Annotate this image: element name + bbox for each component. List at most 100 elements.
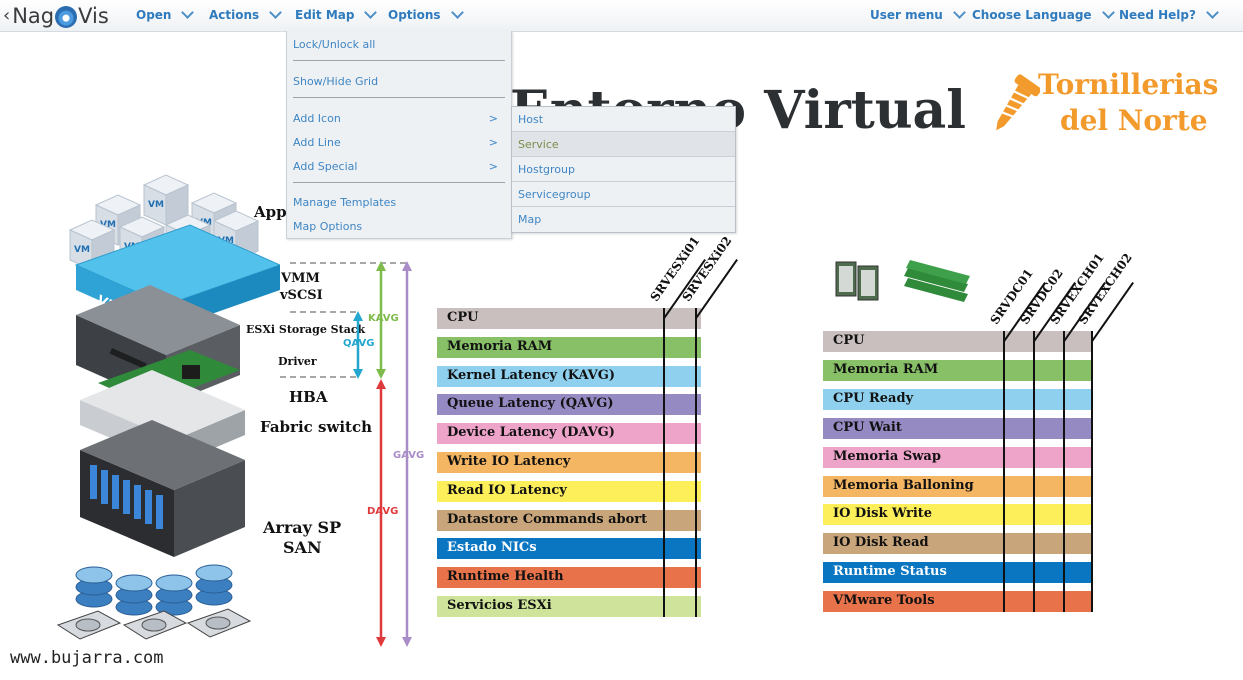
array-disk-slot xyxy=(90,465,97,499)
status-row[interactable]: CPU xyxy=(437,308,701,329)
hardware-icons xyxy=(835,260,970,302)
edit-map-dropdown: Lock/Unlock all Show/Hide Grid Add Icon … xyxy=(286,31,512,239)
status-row-label: CPU Ready xyxy=(833,390,914,406)
stack-label-array-sp: Array SP xyxy=(263,518,342,537)
menu-edit-map-label: Edit Map xyxy=(295,8,355,22)
submenu-arrow-icon: > xyxy=(488,112,498,125)
nagvis-eye-icon xyxy=(55,5,78,28)
menu-language[interactable]: Choose Language xyxy=(972,5,1115,22)
status-row-label: Memoria Swap xyxy=(833,448,941,464)
column-divider xyxy=(1003,331,1005,613)
status-row[interactable]: IO Disk Read xyxy=(823,533,1091,555)
database-icon xyxy=(155,574,193,616)
status-row[interactable]: Read IO Latency xyxy=(437,480,701,502)
stack-label-fabric: Fabric switch xyxy=(260,418,373,436)
stack-label-driver: Driver xyxy=(278,355,317,368)
chevron-down-icon xyxy=(450,5,464,19)
chevron-down-icon xyxy=(1101,5,1115,19)
status-row[interactable]: Estado NICs xyxy=(437,538,701,560)
menu-item-add-special[interactable]: Add Special > xyxy=(293,160,505,173)
cpu-chips-icon xyxy=(835,261,879,301)
davg-label: DAVG xyxy=(367,506,399,517)
status-row-label: IO Disk Read xyxy=(833,535,929,551)
top-navigation-bar: ‹ Nag Vis Open Actions Edit Map Options … xyxy=(0,0,1243,32)
array-disk-slot xyxy=(156,495,163,529)
menu-item-lock-unlock[interactable]: Lock/Unlock all xyxy=(293,38,376,51)
submenu-item-servicegroup-label: Servicegroup xyxy=(518,188,591,201)
array-disk-slot xyxy=(134,485,141,519)
status-row-label: IO Disk Write xyxy=(833,506,933,522)
menu-options[interactable]: Options xyxy=(388,5,464,22)
status-row[interactable]: CPU Ready xyxy=(823,388,1091,410)
logo-text-start: Nag xyxy=(12,3,55,28)
stack-label-esxi-storage: ESXi Storage Stack xyxy=(246,323,366,336)
status-row[interactable]: CPU xyxy=(823,331,1091,352)
status-row-label: Runtime Status xyxy=(833,564,947,580)
menu-user[interactable]: User menu xyxy=(870,5,966,22)
database-icon xyxy=(115,574,153,616)
status-row[interactable]: Queue Latency (QAVG) xyxy=(437,394,701,416)
submenu-item-map[interactable]: Map xyxy=(512,207,735,231)
status-row-label: VMware Tools xyxy=(833,593,935,609)
status-row-label: Runtime Health xyxy=(447,569,564,585)
menu-open[interactable]: Open xyxy=(136,5,195,22)
vm-cube-icon: VM xyxy=(142,174,190,226)
status-row-label: Read IO Latency xyxy=(447,482,567,498)
vm-cube-label: VM xyxy=(148,200,164,210)
status-row[interactable]: Runtime Status xyxy=(823,562,1091,584)
status-row[interactable]: Kernel Latency (KAVG) xyxy=(437,365,701,387)
menu-item-add-line-label: Add Line xyxy=(293,136,341,149)
status-row[interactable]: Servicios ESXi xyxy=(437,596,701,617)
menu-item-add-icon-label: Add Icon xyxy=(293,112,341,125)
status-row[interactable]: Memoria Swap xyxy=(823,446,1091,468)
menu-item-show-hide-grid[interactable]: Show/Hide Grid xyxy=(293,75,379,88)
submenu-item-servicegroup[interactable]: Servicegroup xyxy=(512,182,735,207)
latency-arrows xyxy=(280,261,412,647)
status-row[interactable]: VMware Tools xyxy=(823,591,1091,613)
column-divider xyxy=(663,308,665,617)
status-row-label: Estado NICs xyxy=(447,540,537,556)
status-row[interactable]: Write IO Latency xyxy=(437,452,701,473)
footer-url[interactable]: www.bujarra.com xyxy=(10,648,164,668)
status-row-label: CPU Wait xyxy=(833,419,902,435)
chevron-down-icon xyxy=(269,5,283,19)
menu-item-add-line[interactable]: Add Line > xyxy=(293,136,505,149)
submenu-arrow-icon: > xyxy=(488,160,498,173)
memory-modules-icon xyxy=(904,260,970,302)
status-row[interactable]: Memoria RAM xyxy=(823,359,1091,381)
back-chevron-icon[interactable]: ‹ xyxy=(3,5,11,26)
menu-actions[interactable]: Actions xyxy=(209,5,283,22)
status-row-label: Device Latency (DAVG) xyxy=(447,425,615,441)
menu-help[interactable]: Need Help? xyxy=(1119,5,1219,22)
menu-user-label: User menu xyxy=(870,8,943,22)
array-disk-slots xyxy=(90,465,163,529)
hard-disk-icon xyxy=(56,610,122,640)
nagvis-logo[interactable]: ‹ Nag Vis xyxy=(3,2,109,29)
submenu-item-map-label: Map xyxy=(518,213,542,226)
status-row[interactable]: IO Disk Write xyxy=(823,504,1091,526)
submenu-item-host[interactable]: Host xyxy=(512,107,735,132)
status-row[interactable]: Runtime Health xyxy=(437,567,701,589)
menu-item-manage-templates[interactable]: Manage Templates xyxy=(293,196,397,209)
menu-item-add-special-label: Add Special xyxy=(293,160,358,173)
submenu-item-hostgroup-label: Hostgroup xyxy=(518,163,575,176)
chevron-down-icon xyxy=(181,5,195,19)
submenu-item-hostgroup[interactable]: Hostgroup xyxy=(512,157,735,182)
menu-separator xyxy=(293,182,505,183)
storage-stack-illustration: VMVMVMVMVMVMVMVM VMware xyxy=(56,174,280,640)
menu-edit-map[interactable]: Edit Map xyxy=(295,5,378,22)
database-icon xyxy=(195,564,233,606)
vm-cube-label: VM xyxy=(74,245,90,255)
status-row[interactable]: CPU Wait xyxy=(823,417,1091,439)
database-icons xyxy=(75,564,233,616)
status-row-label: Write IO Latency xyxy=(447,454,571,469)
status-row[interactable]: Memoria Balloning xyxy=(823,475,1091,497)
status-row[interactable]: Device Latency (DAVG) xyxy=(437,423,701,445)
submenu-item-service[interactable]: Service xyxy=(512,132,735,157)
status-row[interactable]: Datastore Commands abort xyxy=(437,509,701,531)
menu-item-map-options[interactable]: Map Options xyxy=(293,220,363,233)
status-row[interactable]: Memoria RAM xyxy=(437,336,701,358)
menu-item-add-icon[interactable]: Add Icon > xyxy=(293,112,505,125)
screw-icon xyxy=(996,74,1040,131)
menu-separator xyxy=(293,60,505,61)
